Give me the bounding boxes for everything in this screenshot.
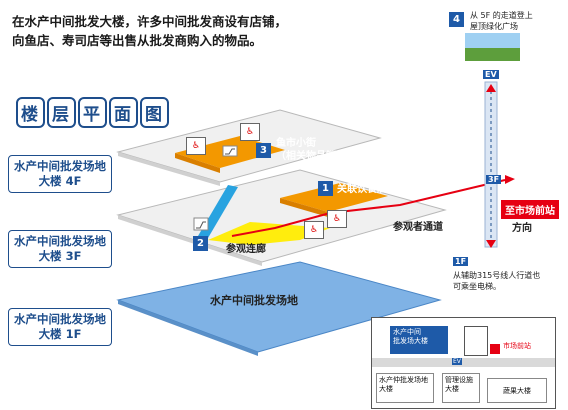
marker-3-line2: （相关物品销售店）: [276, 151, 366, 162]
floor-3f-line1: 水产中间批发场地: [14, 234, 106, 248]
inset-admin-block: 管理设施 大楼: [442, 373, 480, 403]
intro-line-2: 向鱼店、寿司店等出售从批发商购入的物品。: [12, 33, 263, 48]
floor-4f-line2: 大楼 4F: [38, 174, 82, 188]
floor-label-3f: 水产中间批发场地 大楼 3F: [8, 230, 112, 268]
escalator-stairs: [225, 148, 235, 155]
floor-label-1f: 水产中间批发场地 大楼 1F: [8, 308, 112, 346]
floor-1f-line2: 大楼 1F: [38, 327, 82, 341]
intro-line-1: 在水产中间批发大楼，许多中间批发商设有店铺，: [12, 14, 288, 29]
restroom-icon: ♿: [186, 137, 206, 155]
title-char: 楼: [16, 97, 45, 128]
visitor-corridor: [208, 222, 330, 245]
inset-building-line2: 批发场大楼: [393, 337, 428, 345]
marker-1-label: 关联饮食店铺: [337, 184, 397, 195]
floor-4f-edge: [118, 152, 220, 186]
marker-3-badge: 3: [256, 143, 271, 158]
elevator-note-line2: 可乘坐电梯。: [453, 282, 501, 291]
fish-market-block-side: [175, 153, 220, 173]
floor-label-4f: 水产中间批发场地 大楼 4F: [8, 155, 112, 193]
inset-map: 水产中间 批发场大楼 市场前站 EV 水产仲批发场地 大楼 管理设施 大楼 蔬果…: [371, 317, 556, 409]
stairs-steps: [196, 221, 206, 229]
floor-4f-line1: 水产中间批发场地: [14, 159, 106, 173]
route-arrow: [505, 175, 515, 184]
marker-2-badge: 2: [193, 236, 208, 251]
title-char: 面: [109, 97, 138, 128]
elevator-3f-tag: 3F: [486, 175, 502, 184]
rooftop-photo-green: [465, 48, 520, 61]
inset-ev-tag: EV: [452, 358, 462, 365]
marker-4-badge: 4: [449, 12, 464, 27]
elevator-ev-tag: EV: [483, 70, 499, 79]
title-char: 平: [78, 97, 107, 128]
floor-1f-edge: [118, 300, 258, 356]
station-direction-tag: 至市场前站: [501, 200, 559, 219]
marker-1-badge: 1: [318, 181, 333, 196]
marker-2-label: 参观连廊: [226, 244, 266, 255]
elevator-1f-tag: 1F: [453, 257, 469, 266]
title-char: 层: [47, 97, 76, 128]
marker-4-line2: 屋顶绿化广场: [470, 22, 518, 31]
direction-label: 方向: [512, 223, 532, 234]
title-char: 图: [140, 97, 169, 128]
marker-3-line1: 鱼市小街: [276, 138, 316, 149]
ground-floor-label: 水产中间批发场地: [210, 294, 298, 307]
inset-building-block: 水产中间 批发场大楼: [390, 326, 448, 354]
inset-admin-line1: 管理设施: [445, 376, 473, 384]
inset-wholesale-line1: 水产仲批发场地: [379, 376, 428, 384]
inset-wholesale-block: 水产仲批发场地 大楼: [376, 373, 434, 403]
inset-building-line1: 水产中间: [393, 328, 421, 336]
floor-3f-line2: 大楼 3F: [38, 249, 82, 263]
stairs-icon: [193, 217, 209, 231]
elevator-note-line1: 从辅助315号线人行道也: [453, 271, 541, 280]
inset-produce-block: 蔬果大楼: [487, 378, 547, 403]
restaurant-block-side: [280, 198, 328, 217]
elevator-down-arrow: [486, 240, 496, 248]
elevator-up-arrow: [486, 84, 496, 92]
marker-4-caption: 从 5F 的走道登上 屋顶绿化广场: [470, 10, 533, 32]
inset-station-marker: [490, 344, 500, 354]
floor-3f-edge: [118, 215, 262, 266]
inset-station-label: 市场前站: [503, 342, 531, 350]
floor-1f-plate: [116, 261, 442, 353]
floor-plan-title: 楼层平面图: [16, 97, 171, 128]
inset-wholesale-line2: 大楼: [379, 385, 393, 393]
inset-stair-block: [464, 326, 488, 356]
restroom-icon: ♿: [240, 123, 260, 141]
escalator-icon: [222, 145, 238, 157]
restroom-icon: ♿: [304, 221, 324, 239]
inset-road: [372, 358, 555, 367]
intro-text: 在水产中间批发大楼，许多中间批发商设有店铺， 向鱼店、寿司店等出售从批发商购入的…: [12, 12, 312, 50]
elevator-note: 从辅助315号线人行道也 可乘坐电梯。: [453, 270, 540, 292]
inset-admin-line2: 大楼: [445, 385, 459, 393]
restroom-icon: ♿: [327, 210, 347, 228]
visitor-passage-label: 参观者通道: [393, 222, 443, 233]
floor-1f-line1: 水产中间批发场地: [14, 312, 106, 326]
marker-3-label: 鱼市小街 （相关物品销售店）: [276, 137, 366, 163]
marker-4-line1: 从 5F 的走道登上: [470, 11, 533, 20]
restaurant-block: [280, 183, 388, 212]
